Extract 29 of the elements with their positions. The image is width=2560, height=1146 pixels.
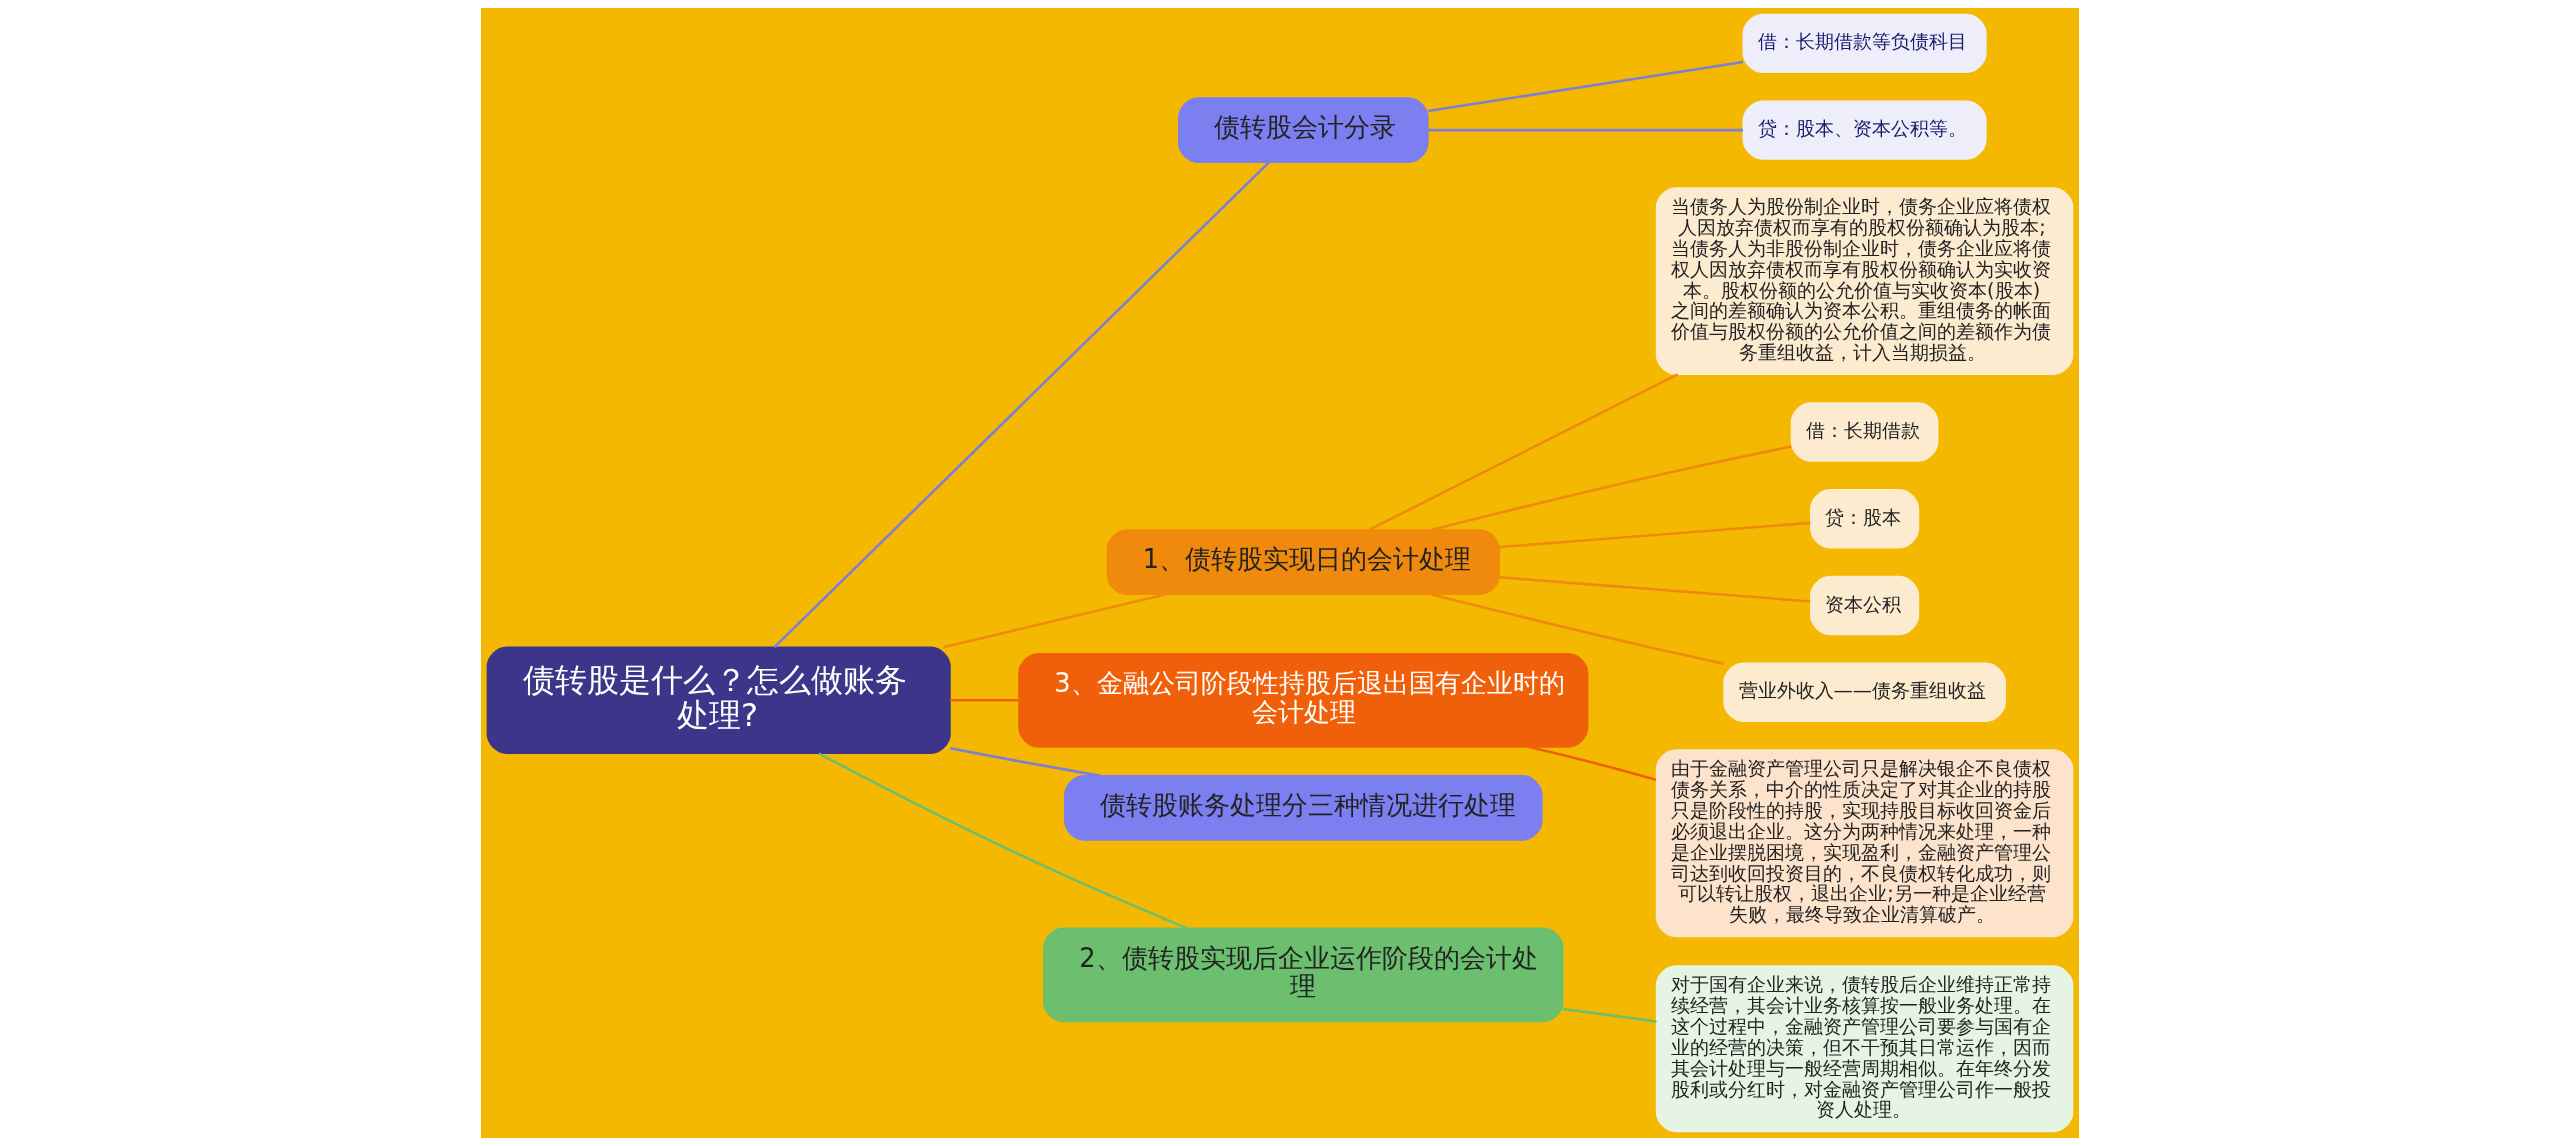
node-box: 借：长期借款 — [1790, 402, 1939, 462]
node-box: 债转股账务处理分三种情况进行处理 — [1064, 774, 1543, 841]
node-box: 由于金融资产管理公司只是解决银企不良债权债务关系，中介的性质决定了对其企业的持股只是阶段性的持股，实现持股目标收回资金后必须退出企业。这分为两种情况来处理，一种是企业摆脱困境，实现盈利，金融资产管理公司达到收回投资目的，不良债权转化成功，则可以转让股权，退出企业;另一种是企业经营失败，最终导致企业清算破产。 — [1655, 749, 2074, 938]
connector — [1368, 373, 1679, 532]
node-box: 贷：股本 — [1810, 489, 1920, 549]
node-box: 借：长期借款等负债科目 — [1742, 13, 1987, 74]
connector — [1528, 745, 1657, 782]
connector — [950, 699, 1019, 702]
connector — [943, 593, 1167, 649]
connector — [1499, 521, 1811, 549]
connector — [1562, 1007, 1657, 1023]
connector — [949, 746, 1101, 777]
node-box: 资本公积 — [1810, 575, 1920, 636]
node-box: 债转股会计分录 — [1178, 97, 1429, 164]
connector — [773, 161, 1270, 649]
node-box: 3、金融公司阶段性持股后退出国有企业时的会计处理 — [1018, 652, 1589, 748]
node-box: 营业外收入——债务重组收益 — [1723, 662, 2006, 722]
node-box: 对于国有企业来说，债转股后企业维持正常持续经营，其会计业务核算按一般业务处理。在这个过程中，金融资产管理公司要参与国有企业的经营的决策，但不干预其日常运作，因而其会计处理与一般经营周期相似。在年终分发股利或分红时，对金融资产管理公司作一般投资人处理。 — [1655, 965, 2074, 1133]
connector — [1430, 593, 1724, 665]
connector — [818, 752, 1188, 930]
connector — [1430, 445, 1792, 532]
node-box: 1、债转股实现日的会计处理 — [1106, 529, 1501, 596]
node-box: 当债务人为股份制企业时，债务企业应将债权人因放弃债权而享有的股权份额确认为股本;当债务人为非股份制企业时，债务企业应将债权人因放弃债权而享有股权份额确认为实收资本。股权份额的公允价值与实收资本(股本)之间的差额确认为资本公积。重组债务的帐面价值与股权份额的公允价值之间的差额作为债务重组收益，计入当期损益。 — [1655, 187, 2074, 376]
connector — [1427, 60, 1744, 113]
connector — [1428, 128, 1743, 132]
node-box: 2、债转股实现后企业运作阶段的会计处理 — [1043, 927, 1564, 1023]
node-box: 债转股是什么？怎么做账务处理? — [486, 646, 951, 755]
connector — [1499, 576, 1811, 603]
node-box: 贷：股本、资本公积等。 — [1742, 100, 1987, 160]
